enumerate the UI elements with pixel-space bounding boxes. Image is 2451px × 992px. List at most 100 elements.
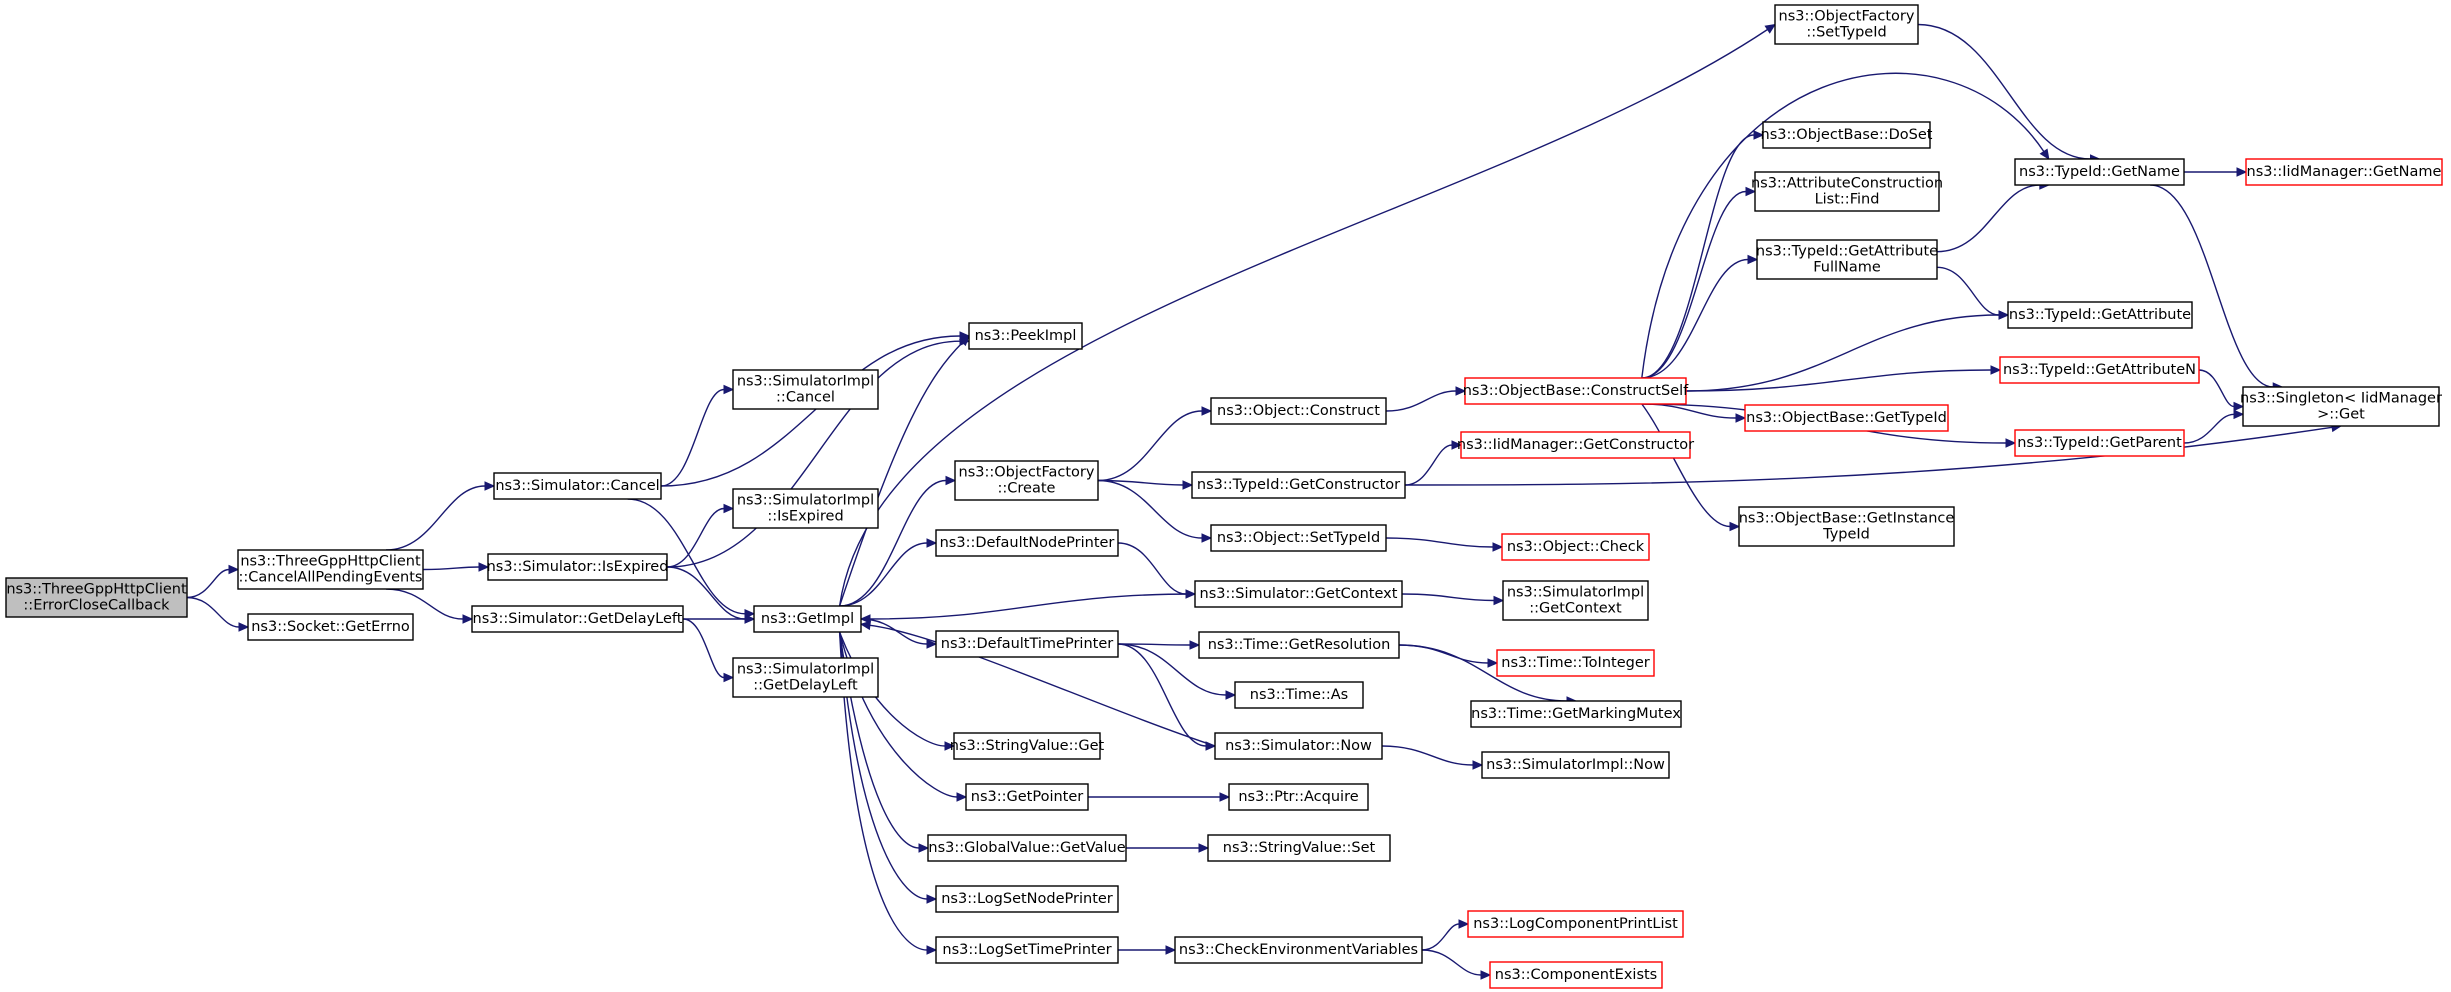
node-getimpl[interactable]: ns3::GetImpl [753,605,862,633]
node-implnow[interactable]: ns3::SimulatorImpl::Now [1481,751,1670,779]
node-iidgetconstructor[interactable]: ns3::IidManager::GetConstructor [1457,431,1694,459]
node-implisexpired[interactable]: ns3::SimulatorImpl::IsExpired [732,488,879,529]
node-logsetnodeprinter[interactable]: ns3::LogSetNodePrinter [935,885,1119,913]
node-label: ns3::GetImpl [761,611,854,627]
node-cancelall[interactable]: ns3::ThreeGppHttpClient::CancelAllPendin… [237,549,424,590]
node-typeidgetconstructor[interactable]: ns3::TypeId::GetConstructor [1191,471,1406,499]
node-typeidgetname[interactable]: ns3::TypeId::GetName [2014,158,2185,186]
edge-constructself-to-attrconstrfind [1641,186,1757,379]
node-obdoset[interactable]: ns3::ObjectBase::DoSet [1761,121,1933,149]
node-objsettypeid[interactable]: ns3::Object::SetTypeId [1210,524,1387,552]
node-timeas[interactable]: ns3::Time::As [1234,681,1364,709]
node-timegetresolution[interactable]: ns3::Time::GetResolution [1198,631,1400,659]
node-implcancel[interactable]: ns3::SimulatorImpl::Cancel [732,369,879,410]
edge-constructself-to-typeidgetattrfullname [1641,254,1759,379]
edge-logsettimeprinter-to-checkenv [1117,945,1177,955]
edge-getimpl-to-defaulttimeprinter [860,618,938,649]
node-logcomponentprintlist[interactable]: ns3::LogComponentPrintList [1467,910,1684,938]
node-timegetmarkingmutex[interactable]: ns3::Time::GetMarkingMutex [1470,700,1682,728]
node-label: ns3::Object::Construct [1217,403,1380,419]
edge-timegetresolution-to-timetointeger [1398,644,1499,668]
node-label: ns3::SimulatorImpl [737,662,874,678]
edge-ofcreate-to-objsettypeid [1097,479,1213,543]
node-simgetdelayleft[interactable]: ns3::Simulator::GetDelayLeft [471,605,684,633]
node-getpointer[interactable]: ns3::GetPointer [965,783,1089,811]
node-label: ns3::ThreeGppHttpClient [240,554,421,570]
node-label: ::ErrorCloseCallback [23,598,170,614]
edge-simcancel-to-implcancel [660,384,735,487]
node-objconstruct[interactable]: ns3::Object::Construct [1210,397,1387,425]
node-typeidgetattribute[interactable]: ns3::TypeId::GetAttribute [2007,301,2193,329]
node-iidgetname[interactable]: ns3::IidManager::GetName [2245,158,2443,186]
node-root[interactable]: ns3::ThreeGppHttpClient::ErrorCloseCallb… [5,577,188,618]
node-label: ns3::ObjectBase::DoSet [1761,127,1933,143]
node-defaulttimeprinter[interactable]: ns3::DefaultTimePrinter [935,630,1119,658]
node-label: ns3::PeekImpl [975,328,1077,344]
node-singletonget[interactable]: ns3::Singleton< IidManager>::Get [2240,386,2442,427]
node-defaultnodeprinter[interactable]: ns3::DefaultNodePrinter [935,529,1119,557]
node-label: ns3::Time::GetMarkingMutex [1471,706,1681,722]
edge-typeidgetparent-to-singletonget [2183,409,2245,444]
node-label: ns3::ThreeGppHttpClient [6,582,187,598]
node-geterrno[interactable]: ns3::Socket::GetErrno [247,613,414,641]
edge-ofsettypeid-to-typeidgetname [1917,23,2101,164]
node-implgetdelayleft[interactable]: ns3::SimulatorImpl::GetDelayLeft [732,657,879,698]
edge-cancelall-to-simcancel [385,481,496,551]
edge-ofcreate-to-objconstruct [1097,406,1213,482]
node-peekimpl[interactable]: ns3::PeekImpl [968,322,1083,350]
edge-typeidgetattrfullname-to-typeidgetattribute [1936,266,2010,320]
node-label: ns3::ObjectBase::ConstructSelf [1463,383,1689,399]
node-label: ::CancelAllPendingEvents [239,570,423,586]
node-objcheck[interactable]: ns3::Object::Check [1501,533,1650,561]
node-componentexists[interactable]: ns3::ComponentExists [1489,961,1663,989]
node-simisexpired[interactable]: ns3::Simulator::IsExpired [487,553,669,581]
node-globalvalueget[interactable]: ns3::GlobalValue::GetValue [927,834,1127,862]
node-label: ::Cancel [776,390,835,406]
node-label: ns3::StringValue::Set [1223,840,1376,856]
node-label: ns3::Simulator::Now [1225,738,1372,754]
node-label: ns3::CheckEnvironmentVariables [1179,942,1418,958]
node-constructself[interactable]: ns3::ObjectBase::ConstructSelf [1463,377,1689,405]
edge-getimpl-to-peekimpl [838,335,970,607]
node-stringvalueget[interactable]: ns3::StringValue::Get [950,732,1105,760]
node-ptracquire[interactable]: ns3::Ptr::Acquire [1228,783,1369,811]
node-ofcreate[interactable]: ns3::ObjectFactory::Create [954,460,1099,501]
node-label: ns3::IidManager::GetConstructor [1457,437,1694,453]
node-simcancel[interactable]: ns3::Simulator::Cancel [493,472,662,500]
node-label: ns3::SimulatorImpl [1507,585,1644,601]
edge-simgetdelayleft-to-getimpl [683,614,756,624]
node-label: ns3::LogSetNodePrinter [941,891,1113,907]
node-label: ::IsExpired [767,509,843,525]
edge-defaulttimeprinter-to-timeas [1117,643,1237,700]
edge-cancelall-to-simisexpired [422,562,490,572]
edge-cancelall-to-simgetdelayleft [385,588,474,624]
edge-constructself-to-obgetinstancetypeid [1641,403,1741,532]
edge-simnow-to-getimpl [859,620,1216,747]
node-label: ns3::ObjectFactory [959,465,1095,481]
node-implgetcontext[interactable]: ns3::SimulatorImpl::GetContext [1502,580,1649,621]
node-typeidgetattributen[interactable]: ns3::TypeId::GetAttributeN [1999,356,2200,384]
node-label: ns3::Simulator::Cancel [495,478,659,494]
node-stringvalueset[interactable]: ns3::StringValue::Set [1207,834,1391,862]
node-timetointeger[interactable]: ns3::Time::ToInteger [1496,649,1655,677]
node-checkenv[interactable]: ns3::CheckEnvironmentVariables [1174,936,1423,964]
edge-checkenv-to-logcomponentprintlist [1421,919,1470,951]
node-label: TypeId [1822,527,1870,543]
node-obgettypeid[interactable]: ns3::ObjectBase::GetTypeId [1744,404,1949,432]
node-simnow[interactable]: ns3::Simulator::Now [1214,732,1383,760]
node-label: ns3::Time::GetResolution [1208,637,1391,653]
node-typeidgetparent[interactable]: ns3::TypeId::GetParent [2014,429,2185,457]
edge-typeidgetconstructor-to-iidgetconstructor [1404,440,1463,486]
edge-getimpl-to-logsetnodeprinter [838,631,938,904]
edge-root-to-geterrno [186,596,250,632]
node-label: ns3::ObjectFactory [1779,9,1915,25]
edge-simgetcontext-to-getimpl [859,593,1196,624]
node-logsettimeprinter[interactable]: ns3::LogSetTimePrinter [935,936,1119,964]
node-label: ns3::Socket::GetErrno [251,619,410,635]
node-ofsettypeid[interactable]: ns3::ObjectFactory::SetTypeId [1774,4,1919,45]
node-label: ns3::StringValue::Get [950,738,1105,754]
node-simgetcontext[interactable]: ns3::Simulator::GetContext [1194,580,1403,608]
